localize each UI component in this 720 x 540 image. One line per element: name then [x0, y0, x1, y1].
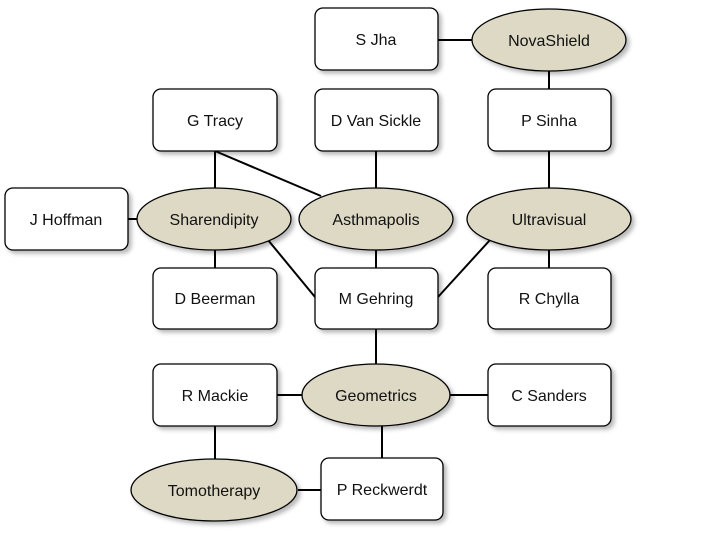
label-j-hoffman: J Hoffman — [30, 212, 103, 229]
edge-g-tracy-asthmapolis — [214, 150, 322, 197]
edge-ultravisual-m-gehring — [437, 239, 491, 298]
person-c-sanders — [487, 363, 612, 427]
label-c-sanders: C Sanders — [511, 388, 587, 405]
label-tomotherapy: Tomotherapy — [168, 483, 261, 500]
company-tomotherapy — [130, 458, 298, 522]
label-g-tracy: G Tracy — [187, 113, 243, 130]
label-d-beerman: D Beerman — [175, 291, 256, 308]
person-g-tracy — [152, 88, 278, 152]
label-s-jha: S Jha — [356, 32, 397, 49]
person-r-chylla — [487, 267, 612, 330]
person-d-beerman — [152, 267, 278, 330]
company-asthmapolis — [298, 187, 454, 251]
label-asthmapolis: Asthmapolis — [332, 212, 419, 229]
person-j-hoffman — [4, 187, 129, 251]
company-sharendipity — [136, 187, 292, 251]
person-p-sinha — [487, 88, 612, 152]
label-p-sinha: P Sinha — [521, 113, 577, 130]
label-r-chylla: R Chylla — [519, 291, 580, 308]
connector-lines — [128, 39, 550, 491]
edge-sharendipity-m-gehring — [267, 239, 316, 298]
label-p-reckwerdt: P Reckwerdt — [337, 482, 428, 499]
label-geometrics: Geometrics — [335, 388, 417, 405]
company-geometrics — [301, 363, 451, 427]
label-m-gehring: M Gehring — [339, 291, 414, 308]
person-d-van-sickle — [314, 88, 439, 152]
label-ultravisual: Ultravisual — [512, 212, 587, 229]
company-ultravisual — [466, 187, 632, 251]
label-d-van-sickle: D Van Sickle — [331, 113, 422, 130]
person-s-jha — [314, 7, 439, 71]
label-novashield: NovaShield — [508, 33, 590, 50]
label-r-mackie: R Mackie — [182, 388, 249, 405]
person-p-reckwerdt — [320, 457, 444, 521]
label-sharendipity: Sharendipity — [170, 212, 259, 229]
person-r-mackie — [152, 363, 278, 427]
person-m-gehring — [314, 267, 439, 330]
company-novashield — [471, 8, 627, 72]
